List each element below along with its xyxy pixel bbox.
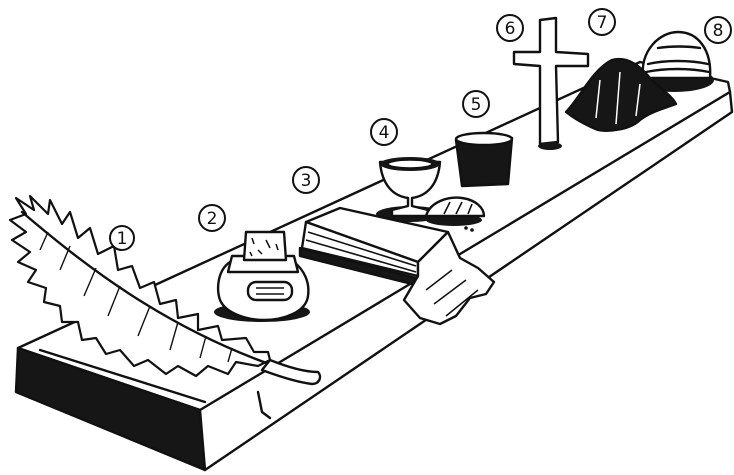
- marker-6-label: 6: [505, 19, 516, 39]
- marker-7: 7: [589, 9, 615, 35]
- marker-3: 3: [293, 167, 319, 193]
- marker-1-label: 1: [117, 229, 128, 249]
- marker-4: 4: [371, 119, 397, 145]
- marker-5-label: 5: [471, 95, 482, 115]
- marker-8-label: 8: [713, 21, 724, 41]
- marker-2: 2: [199, 205, 225, 231]
- marker-6: 6: [497, 15, 523, 41]
- cup-icon: [456, 133, 512, 186]
- marker-2-label: 2: [207, 209, 218, 229]
- marker-7-label: 7: [597, 13, 608, 33]
- marker-3-label: 3: [301, 171, 312, 191]
- marker-5: 5: [463, 91, 489, 117]
- marker-4-label: 4: [379, 123, 390, 143]
- marker-8: 8: [705, 17, 731, 43]
- marker-1: 1: [110, 226, 134, 250]
